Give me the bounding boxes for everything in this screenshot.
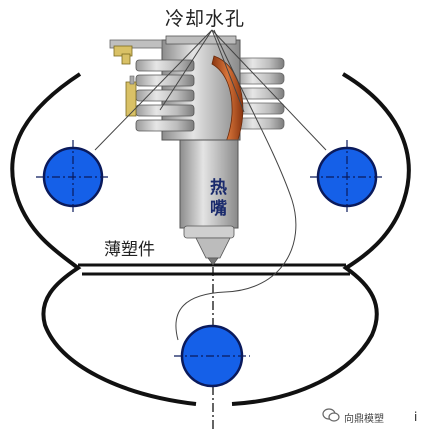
- cooling-hole-right: [310, 140, 384, 214]
- nozzle-label: 热嘴: [206, 178, 226, 220]
- wechat-icon: [322, 408, 340, 422]
- mold-outline-left: [10, 72, 197, 406]
- manifold-top-cap: [165, 35, 237, 45]
- cooling-hole-left: [36, 140, 110, 214]
- cooling-holes-label: 冷却水孔: [165, 8, 246, 30]
- mold-outline-right: [231, 72, 411, 406]
- leader-lines: [94, 29, 327, 341]
- edge-character: i: [414, 410, 418, 424]
- nozzle-gate-point: [207, 257, 219, 266]
- fitting-connector-side: [125, 75, 137, 117]
- thin-part-label: 薄塑件: [104, 240, 155, 260]
- heater-bands-rear: [235, 57, 285, 130]
- nozzle-body: [179, 139, 239, 229]
- watermark-text: 向鼎模塑: [344, 414, 384, 425]
- nozzle-ring: [183, 225, 235, 239]
- nozzle-tip: [195, 237, 231, 259]
- cooling-hole-bottom: [174, 324, 250, 388]
- fitting-connector-top: [109, 39, 163, 65]
